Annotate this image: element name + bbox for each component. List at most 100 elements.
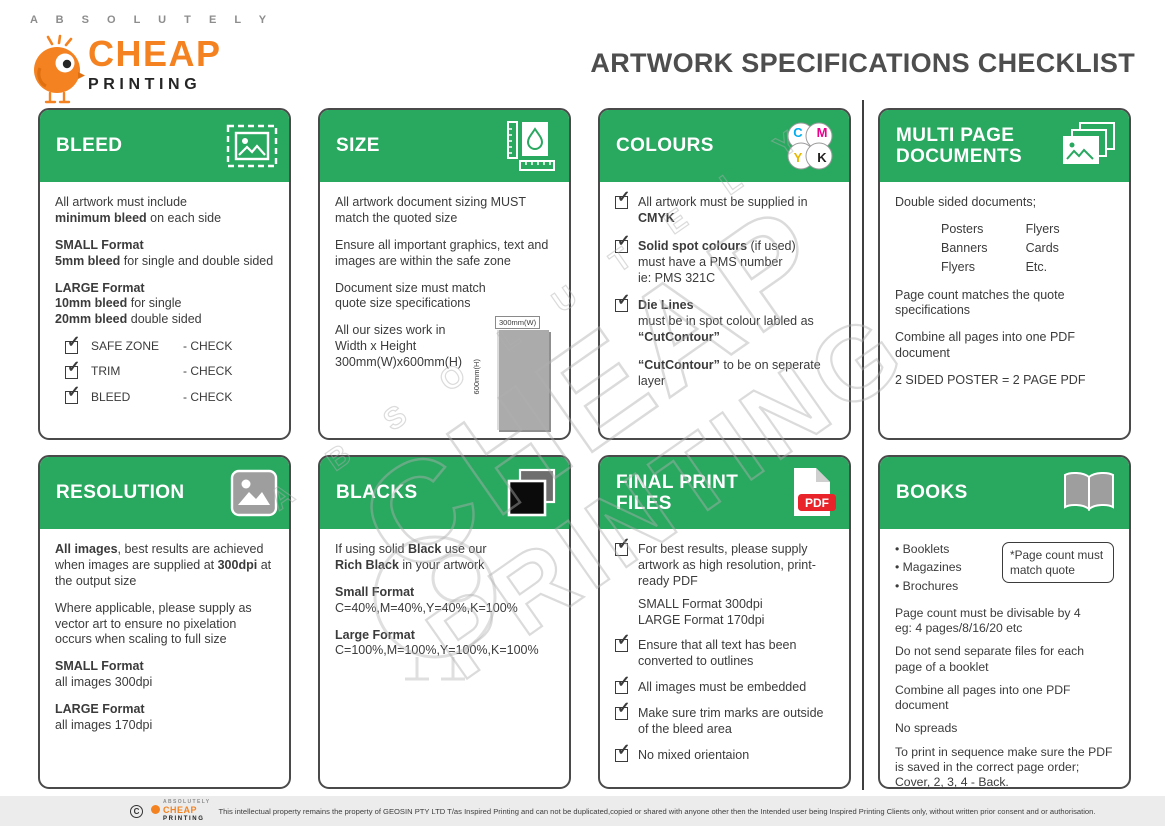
size-paragraph-4: All our sizes work in Width x Height 300… (335, 323, 463, 369)
books-types-row: Booklets Magazines Brochures *Page count… (895, 542, 1114, 597)
checkbox-icon (615, 673, 630, 695)
finalprint-item-embedded: All images must be embedded (615, 673, 834, 696)
finalprint-item-text: No mixed orientaion (638, 747, 750, 762)
check-label: BLEED (91, 389, 131, 404)
card-final-print-header: FINAL PRINT FILES PDF (600, 457, 849, 529)
list-item: Banners (941, 240, 988, 255)
footer-logo-absolutely: ABSOLUTELY (163, 798, 211, 805)
colours-cutcontour-note: “CutContour” to be on seperate layer (638, 358, 821, 388)
card-books-header: BOOKS (880, 457, 1129, 529)
list-item: Brochures (895, 579, 996, 594)
blacks-paragraph-2: Small Format C=40%,M=40%,Y=40%,K=100% (335, 584, 518, 615)
check-status: - CHECK (183, 389, 233, 404)
card-blacks: BLACKS If using solid Black use our Rich… (318, 455, 571, 789)
resolution-paragraph-1: All images, best results are achieved wh… (55, 542, 272, 588)
page-footer: C ABSOLUTELY CHEAP PRINTING This intelle… (0, 796, 1165, 826)
bleed-paragraph-3: LARGE Format 10mm bleed for single 20mm … (55, 280, 202, 327)
checkbox-icon (615, 535, 630, 556)
finalprint-item-text: Make sure trim marks are outside of the … (638, 706, 824, 736)
books-paragraph-4: No spreads (895, 721, 958, 736)
card-size-title: SIZE (336, 135, 380, 157)
list-item: Etc. (1025, 259, 1048, 274)
card-size-header: SIZE (320, 110, 569, 182)
list-item: Magazines (895, 560, 996, 575)
check-status: - CHECK (183, 364, 233, 379)
finalprint-item-outlines: Ensure that all text has been converted … (615, 631, 834, 670)
multipage-icon (1060, 121, 1118, 171)
card-colours-title: COLOURS (616, 135, 714, 157)
finalprint-item-orientation: No mixed orientaion (615, 741, 834, 764)
multipage-paragraph-1: Double sided documents; (895, 195, 1037, 209)
bleed-paragraph-2: SMALL Format 5mm bleed for single and do… (55, 237, 274, 268)
copyright-icon: C (130, 804, 143, 818)
svg-text:K: K (817, 150, 827, 165)
card-colours: COLOURS C M Y K (598, 108, 851, 440)
checkbox-icon (615, 741, 630, 762)
checkbox-icon (65, 333, 80, 354)
multipage-doc-list: Posters Banners Flyers Flyers Cards Etc. (941, 222, 1114, 276)
card-bleed-title: BLEED (56, 135, 123, 157)
size-diagram-height-label: 600mm(H) (471, 359, 481, 395)
card-multipage-header: MULTI PAGE DOCUMENTS (880, 110, 1129, 182)
column-divider (862, 100, 864, 790)
card-blacks-header: BLACKS (320, 457, 569, 529)
pdf-file-icon: PDF (788, 466, 838, 520)
list-item: Flyers (1025, 221, 1060, 236)
card-multipage: MULTI PAGE DOCUMENTS Double sided docume… (878, 108, 1131, 440)
cmyk-icon: C M Y K (782, 118, 838, 174)
list-item: Posters (941, 221, 984, 236)
svg-text:C: C (793, 125, 803, 140)
logo-printing-text: PRINTING (88, 76, 202, 93)
books-type-list: Booklets Magazines Brochures (895, 542, 996, 597)
resolution-paragraph-3: SMALL Format all images 300dpi (55, 659, 153, 690)
colours-item-cmyk: All artwork must be supplied in CMYK (615, 188, 834, 227)
multipage-paragraph-4: 2 SIDED POSTER = 2 PAGE PDF (895, 373, 1086, 387)
check-label: SAFE ZONE (91, 339, 160, 354)
bleed-paragraph-1: All artwork must include minimum bleed o… (55, 195, 222, 225)
card-resolution-body: All images, best results are achieved wh… (40, 529, 289, 787)
svg-text:M: M (817, 125, 828, 140)
card-bleed-header: BLEED (40, 110, 289, 182)
page-title: ARTWORK SPECIFICATIONS CHECKLIST (590, 48, 1135, 78)
books-paragraph-5: To print in sequence make sure the PDF i… (895, 744, 1113, 789)
footer-logo-printing: PRINTING (163, 815, 205, 822)
card-colours-header: COLOURS C M Y K (600, 110, 849, 182)
card-resolution: RESOLUTION All images, best results are … (38, 455, 291, 789)
checkbox-icon (615, 291, 630, 313)
card-size-body: All artwork document sizing MUST match t… (320, 182, 569, 438)
card-resolution-title: RESOLUTION (56, 482, 185, 504)
card-colours-body: All artwork must be supplied in CMYK Sol… (600, 182, 849, 438)
footer-logo: ABSOLUTELY CHEAP PRINTING (151, 798, 211, 823)
blacks-paragraph-3: Large Format C=100%,M=100%,Y=100%,K=100% (335, 627, 539, 658)
cards-grid: BLEED All artwork must include minimum b… (38, 108, 1131, 789)
multipage-list-col2: Flyers Cards Etc. (1026, 222, 1060, 276)
size-paragraph-2: Ensure all important graphics, text and … (335, 237, 549, 268)
multipage-paragraph-2: Page count matches the quote specificati… (895, 287, 1065, 318)
bleed-check-bleed: BLEED - CHECK (65, 383, 274, 405)
card-resolution-header: RESOLUTION (40, 457, 289, 529)
image-resolution-icon (230, 469, 278, 517)
black-squares-icon (506, 468, 558, 518)
checkbox-icon (615, 232, 630, 253)
finalprint-item-text: Ensure that all text has been converted … (638, 638, 797, 669)
checkbox-icon (615, 699, 630, 720)
size-paragraph-1: All artwork document sizing MUST match t… (335, 195, 527, 225)
books-page-count-callout: *Page count must match quote (1002, 542, 1114, 584)
list-item: Cards (1025, 240, 1059, 255)
colours-item-dielines: Die Lines must be in spot colour labled … (615, 291, 834, 346)
finalprint-item-text: For best results, please supply artwork … (638, 542, 816, 588)
bleed-check-safe-zone: SAFE ZONE - CHECK (65, 333, 274, 354)
books-paragraph-3: Combine all pages into one PDF document (895, 682, 1071, 712)
colours-item-text: All artwork must be supplied in CMYK (638, 195, 808, 225)
finalprint-item-trim-marks: Make sure trim marks are outside of the … (615, 699, 834, 738)
multipage-list-col1: Posters Banners Flyers (941, 222, 988, 276)
card-size: SIZE All artwork document sizing MUST ma… (318, 108, 571, 440)
books-paragraph-1: Page count must be divisable by 4 eg: 4 … (895, 605, 1081, 635)
check-status: - CHECK (183, 339, 233, 354)
card-final-print-files: FINAL PRINT FILES PDF For best results, … (598, 455, 851, 789)
checkbox-icon (65, 383, 80, 405)
card-books: BOOKS Booklets Magazines Brochures (878, 455, 1131, 789)
legal-text: This intellectual property remains the p… (218, 806, 1096, 816)
card-books-body: Booklets Magazines Brochures *Page count… (880, 529, 1129, 789)
card-final-print-body: For best results, please supply artwork … (600, 529, 849, 787)
